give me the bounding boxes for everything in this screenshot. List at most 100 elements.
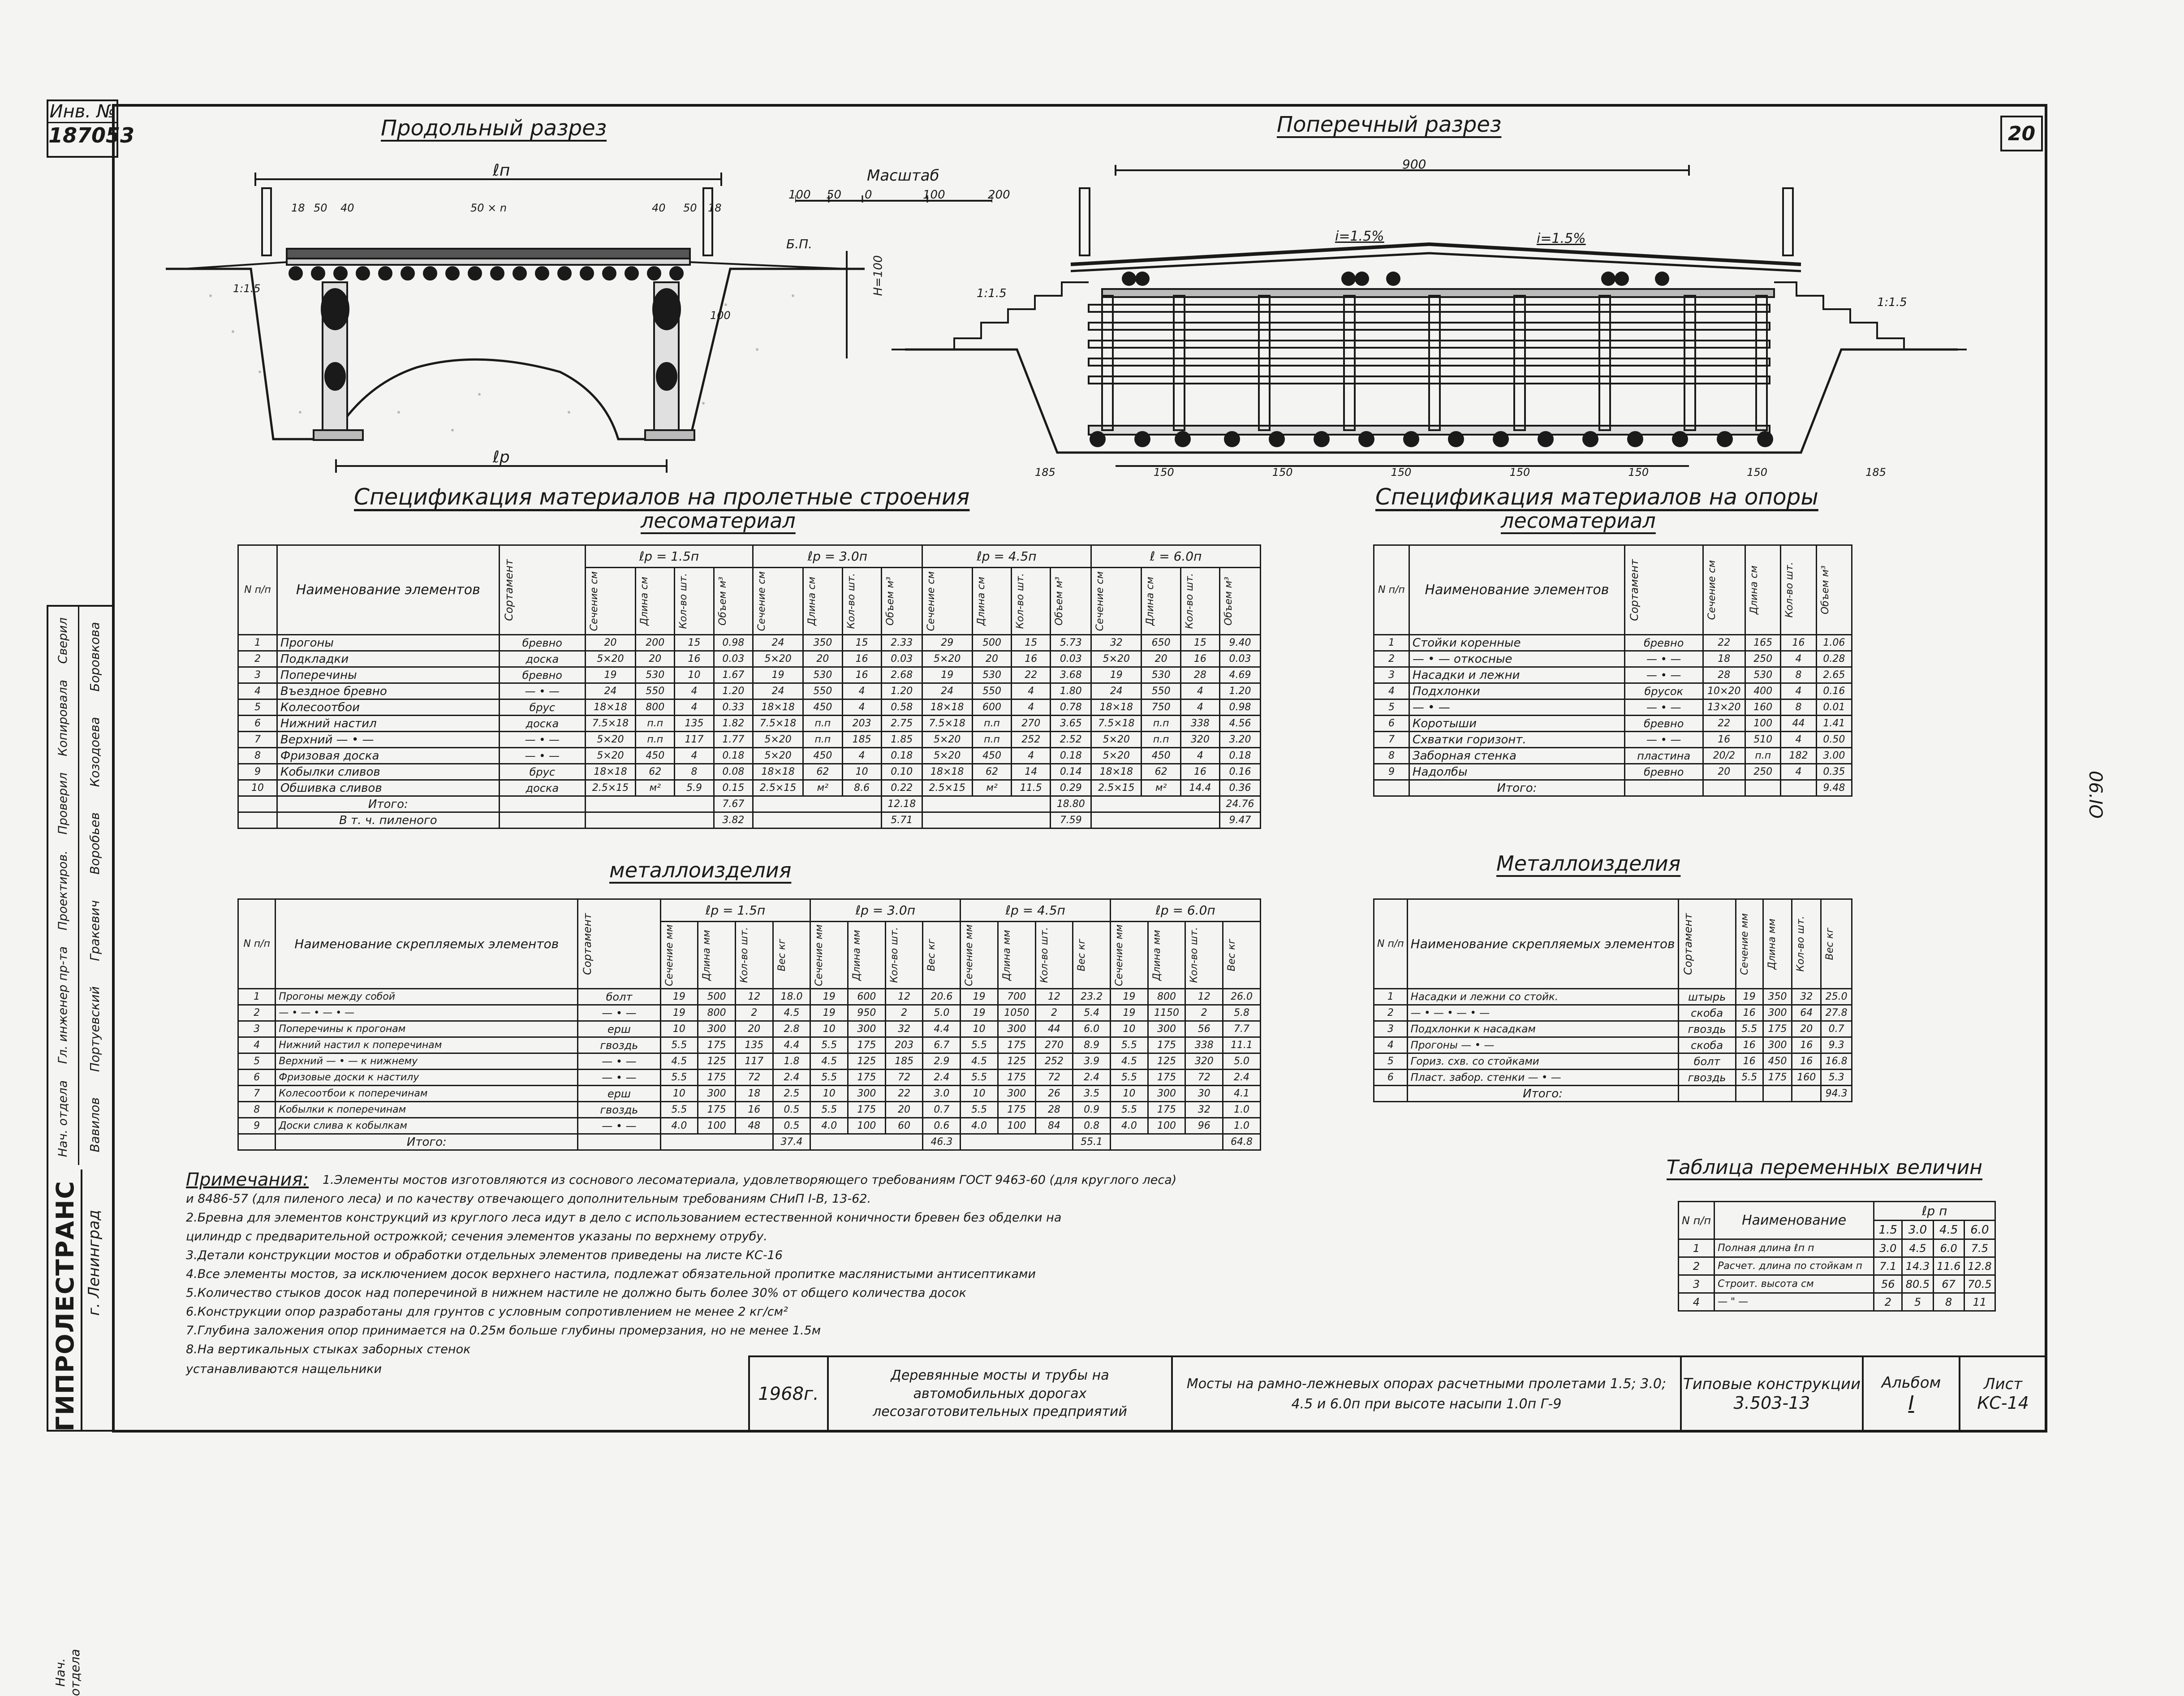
cell-value: 22 [884,1085,924,1102]
cell-value: 5×20 [584,747,637,764]
subcol-label: Кол-во шт. [845,573,857,629]
cell-value: 4 [841,747,882,764]
cell-value: 20 [1791,1020,1822,1038]
total-value: 94.3 [1820,1085,1852,1102]
cell-no: 9 [237,1117,276,1135]
cell-value: 16 [1791,1053,1822,1070]
cell-empty [1011,811,1051,829]
cell-value: 530 [1141,666,1181,684]
cell-value: 18 [734,1085,774,1102]
cell-value: 4.4 [922,1020,961,1038]
cell-value: 22 [1702,715,1746,732]
cell-value: 250 [1745,650,1782,668]
cell-value: 5.73 [1050,634,1092,652]
cell-value: 100 [1745,715,1782,732]
cell-value: 4.0 [810,1117,849,1135]
cell-empty [635,811,675,829]
subcol-label: Кол-во шт. [1189,927,1200,983]
cell-value: 1.8 [772,1053,811,1070]
cell-value: 270 [1011,715,1051,732]
subcol-label: Длина см [639,576,650,626]
cell-no [1373,1085,1408,1102]
cell-value: 4.5 [1901,1239,1934,1258]
cell-empty [885,1133,924,1151]
subcol-header: Длина см [802,567,843,635]
total-value: 37.4 [772,1133,811,1151]
subcol-label: Вес кг [1076,939,1088,971]
cell-no: 2 [237,1004,276,1022]
cell-value: 20.6 [922,988,961,1006]
cell-value: 300 [1147,1085,1186,1102]
cell-empty [1011,795,1051,813]
note-line: 2.Бревна для элементов конструкций из кр… [186,1211,1062,1225]
subcol-label: Длина мм [1001,929,1012,981]
group-header: ℓ = 6.0п [1090,544,1261,568]
cell-sort: ерш [577,1085,661,1102]
subcol-header: Сечение мм [810,921,849,989]
subcol-header: Длина см [1745,544,1782,635]
cell-value: 5.5 [1110,1069,1149,1086]
cell-empty [1090,795,1142,813]
cell-value: 18.0 [772,988,811,1006]
cell-value: 3.9 [1072,1053,1111,1070]
cell-value: 3.65 [1050,715,1092,732]
cell-value: 5.5 [1735,1020,1764,1038]
note-line: 5.Количество стыков досок над поперечино… [186,1286,966,1300]
cell-value: 203 [841,715,882,732]
cell-name: Верхний — • — к нижнему [275,1053,579,1070]
cell-value: 5.0 [922,1004,961,1022]
side-role: Нач. отдела [56,1080,70,1157]
cell-empty [803,795,843,813]
cell-value: 4 [1011,699,1051,716]
cell-value: 62 [1141,763,1181,781]
cell-value: 2 [1185,1004,1224,1022]
subcol-label: Сечение см [1706,560,1718,620]
cell-value: 1150 [1147,1004,1186,1022]
subcol-header: Длина мм [1762,898,1793,989]
cell-value: 18×18 [584,699,637,716]
cell-value: 175 [997,1069,1036,1086]
subcol-label: Сечение мм [814,924,825,986]
side-code: 06.IO [2085,771,2106,819]
cell-value: 18×18 [921,763,973,781]
cell-value: 16 [1702,731,1746,748]
sheet-number-box: 20 [2000,116,2043,151]
cell-name: Насадки и лежни [1408,666,1626,684]
cell-value: 5×20 [584,650,637,668]
cell-no: 4 [237,682,278,700]
cell-value: 4 [1780,731,1817,748]
cell-value: 200 [635,634,676,652]
cell-value: 175 [1147,1101,1186,1118]
note-line: 7.Глубина заложения опор принимается на … [186,1324,821,1338]
supports-spec-subtitle: лесоматериал [1501,509,1656,533]
subcol-label: Длина см [1749,565,1760,615]
cell-value: 20 [802,650,843,668]
cell-value: п.п [971,715,1012,732]
subcol-header: Сечение см [752,567,804,635]
note-line: 1.Элементы мостов изготовляются из сосно… [323,1173,1177,1187]
subcol-header: Кол-во шт. [1791,898,1822,989]
cell-value: 19 [810,1004,849,1022]
bp-label: Б.П. [786,237,813,251]
cell-empty [1148,1133,1185,1151]
scale-tick: 100 [923,188,945,202]
cell-value: 8.9 [1072,1036,1111,1054]
cell-value: п.п [1141,731,1181,748]
note-line: устанавливаются нащельники [186,1362,382,1376]
cell-no: 10 [237,779,278,797]
col-sort: Сортамент [498,544,586,635]
cell-no: 2 [1373,650,1410,668]
cell-value: м² [1141,779,1181,797]
subcol-header: Кол-во шт. [1780,544,1817,635]
cell-value: 135 [674,715,715,732]
cell-value: 5×20 [921,731,973,748]
inventory-label: Инв. № [48,101,116,123]
spans-spec-subtitle: лесоматериал [641,509,796,533]
cell-no: 5 [237,699,278,716]
cell-value: 400 [1745,682,1782,700]
